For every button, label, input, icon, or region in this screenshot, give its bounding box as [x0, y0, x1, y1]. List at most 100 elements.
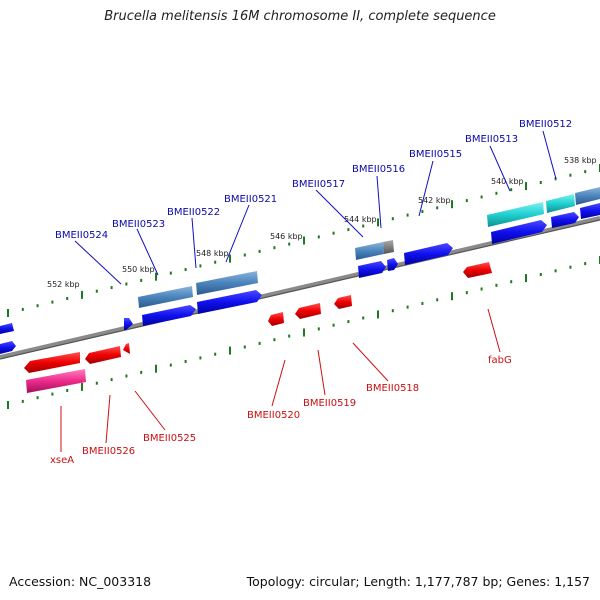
major-tick — [451, 292, 453, 301]
gene-label-BMEII0526[interactable]: BMEII0526 — [82, 446, 135, 457]
kbp-label-546: 546 kbp — [270, 232, 303, 241]
minor-tick — [510, 280, 513, 284]
gene-arrow[interactable] — [575, 187, 600, 205]
gene-arrow[interactable] — [546, 194, 575, 213]
minor-tick — [391, 309, 394, 313]
reverse-strand-genes — [24, 262, 492, 393]
major-tick — [81, 290, 83, 299]
forward-strand-genes — [0, 187, 600, 354]
gene-arrow[interactable] — [138, 286, 193, 308]
gene-label-xseA[interactable]: xseA — [50, 455, 74, 466]
gene-label-BMEII0522[interactable]: BMEII0522 — [167, 207, 220, 218]
gene-arrow[interactable] — [487, 202, 544, 227]
gene-label-BMEII0523[interactable]: BMEII0523 — [112, 219, 165, 230]
gene-arrow[interactable] — [124, 318, 133, 330]
gene-arrow[interactable] — [358, 261, 386, 278]
gene-arrow[interactable] — [387, 258, 398, 271]
minor-tick — [584, 170, 587, 174]
gene-arrow[interactable] — [404, 243, 453, 265]
minor-tick — [125, 282, 128, 286]
accession-text: Accession: NC_003318 — [9, 574, 152, 589]
minor-tick — [21, 399, 24, 403]
minor-tick — [243, 253, 246, 257]
minor-tick — [258, 249, 261, 253]
gene-arrow[interactable] — [24, 352, 80, 373]
gene-label-BMEII0516[interactable]: BMEII0516 — [352, 164, 405, 175]
gene-label-BMEII0520[interactable]: BMEII0520 — [247, 410, 300, 421]
minor-tick — [199, 264, 202, 268]
forward-label-leaders — [74, 130, 557, 285]
major-tick — [7, 309, 9, 317]
gene-label-BMEII0519[interactable]: BMEII0519 — [303, 398, 356, 409]
gene-arrow[interactable] — [491, 220, 547, 244]
minor-tick — [199, 356, 202, 360]
gene-label-BMEII0512[interactable]: BMEII0512 — [519, 119, 572, 130]
major-tick — [155, 272, 157, 281]
minor-tick — [243, 345, 246, 349]
gene-arrow[interactable] — [0, 323, 14, 334]
gene-label-BMEII0515[interactable]: BMEII0515 — [409, 149, 462, 160]
minor-tick — [436, 298, 439, 302]
gene-label-BMEII0518[interactable]: BMEII0518 — [366, 383, 419, 394]
minor-tick — [584, 262, 587, 266]
major-tick — [229, 254, 231, 263]
topology-text: Topology: circular; Length: 1,177,787 bp… — [246, 574, 590, 589]
gene-arrow[interactable] — [0, 341, 16, 354]
kbp-label-540: 540 kbp — [491, 177, 524, 186]
gene-arrow[interactable] — [334, 295, 352, 309]
inner-tick-row — [7, 256, 600, 409]
minor-tick — [169, 363, 172, 367]
kbp-label-550: 550 kbp — [122, 265, 155, 274]
minor-tick — [554, 269, 557, 273]
gene-label-BMEII0521[interactable]: BMEII0521 — [224, 194, 277, 205]
gene-arrow[interactable] — [355, 242, 384, 260]
minor-tick — [184, 360, 187, 363]
gene-label-BMEII0525[interactable]: BMEII0525 — [143, 433, 196, 444]
minor-tick — [495, 283, 498, 287]
major-tick — [303, 236, 305, 245]
minor-tick — [317, 235, 320, 239]
gene-arrow[interactable] — [197, 290, 262, 314]
minor-tick — [288, 334, 291, 338]
minor-tick — [362, 224, 365, 228]
gene-arrow[interactable] — [142, 305, 196, 326]
gene-arrow[interactable] — [268, 312, 284, 326]
gene-arrow[interactable] — [85, 346, 121, 364]
minor-tick — [288, 242, 291, 246]
minor-tick — [421, 210, 424, 213]
chromosome-backbone-shadow — [0, 219, 600, 360]
minor-tick — [258, 341, 261, 345]
gene-label-BMEII0513[interactable]: BMEII0513 — [465, 134, 518, 145]
major-tick — [377, 310, 379, 319]
minor-tick — [95, 381, 98, 385]
map-title: Brucella melitensis 16M chromosome II, c… — [104, 9, 496, 24]
reverse-label-leaders — [60, 308, 501, 452]
major-tick — [155, 364, 157, 373]
gene-label-BMEII0524[interactable]: BMEII0524 — [55, 230, 108, 241]
gene-arrow[interactable] — [196, 271, 258, 295]
minor-tick — [110, 286, 113, 290]
minor-tick — [347, 320, 350, 324]
gene-arrow[interactable] — [123, 343, 130, 354]
gene-arrow[interactable] — [26, 369, 86, 393]
gene-arrow[interactable] — [580, 203, 600, 219]
gene-arrow[interactable] — [463, 262, 492, 278]
minor-tick — [184, 268, 187, 271]
major-tick — [303, 328, 305, 337]
gene-label-fabG[interactable]: fabG — [488, 355, 512, 366]
kbp-label-538: 538 kbp — [564, 156, 597, 165]
minor-tick — [421, 302, 424, 305]
gene-arrow[interactable] — [551, 212, 579, 228]
gene-arrow[interactable] — [295, 303, 321, 319]
major-tick — [451, 200, 453, 209]
major-tick — [81, 382, 83, 391]
major-tick — [7, 401, 9, 409]
minor-tick — [273, 246, 276, 250]
minor-tick — [110, 378, 113, 382]
minor-tick — [332, 231, 335, 235]
gene-arrow[interactable] — [383, 240, 394, 254]
minor-tick — [125, 374, 128, 378]
minor-tick — [273, 338, 276, 342]
minor-tick — [214, 260, 217, 264]
gene-label-BMEII0517[interactable]: BMEII0517 — [292, 179, 345, 190]
